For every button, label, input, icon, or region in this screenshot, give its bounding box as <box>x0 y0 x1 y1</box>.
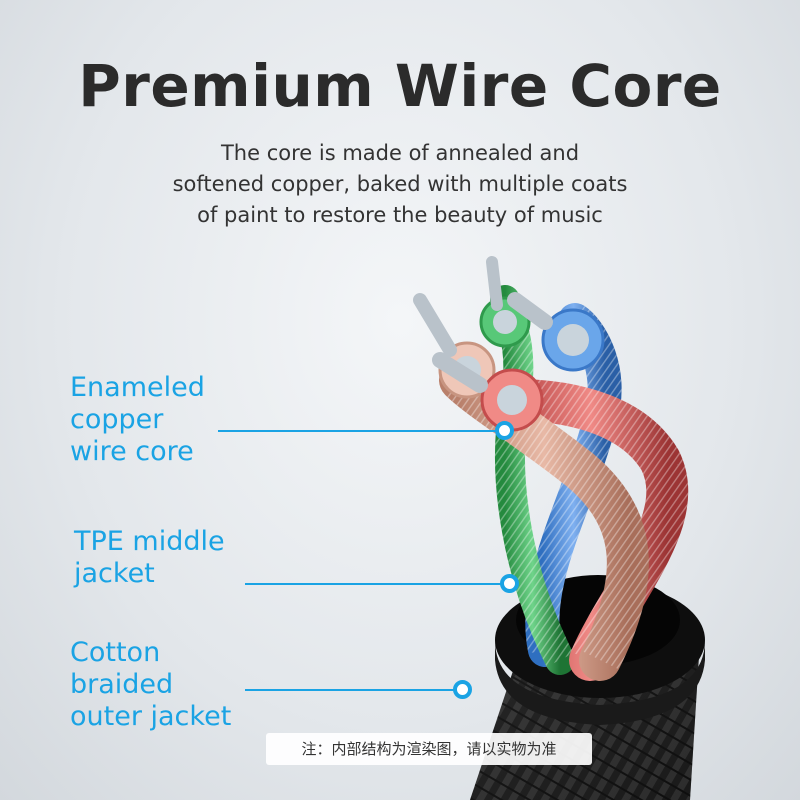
callout-line: jacket <box>74 558 155 589</box>
description-line: The core is made of annealed and <box>220 141 580 165</box>
callout-tpe-leader <box>245 583 507 585</box>
description-line: softened copper, baked with multiple coa… <box>172 172 628 196</box>
disclaimer-note: 注：内部结构为渲染图，请以实物为准 <box>266 733 592 765</box>
description-line: of paint to restore the beauty of music <box>197 203 603 227</box>
callout-line: outer jacket <box>70 701 232 732</box>
callout-cotton-leader <box>245 689 460 691</box>
callout-line: copper <box>70 404 164 435</box>
page-title: Premium Wire Core <box>78 52 722 120</box>
callout-core-leader <box>218 430 503 432</box>
callout-tpe-marker <box>500 574 519 593</box>
description: The core is made of annealed and softene… <box>150 138 650 231</box>
callout-line: Enameled <box>70 372 205 403</box>
callout-tpe-label: TPE middle jacket <box>74 526 244 590</box>
wire-ends <box>413 256 605 432</box>
callout-line: Cotton <box>70 637 161 668</box>
callout-line: wire core <box>70 436 194 467</box>
callout-cotton-label: Cotton braided outer jacket <box>70 637 250 733</box>
callout-line: TPE middle <box>74 526 225 557</box>
callout-cotton-marker <box>453 680 472 699</box>
callout-core-marker <box>495 421 514 440</box>
callout-core-label: Enameled copper wire core <box>70 372 240 468</box>
callout-line: braided <box>70 669 174 700</box>
